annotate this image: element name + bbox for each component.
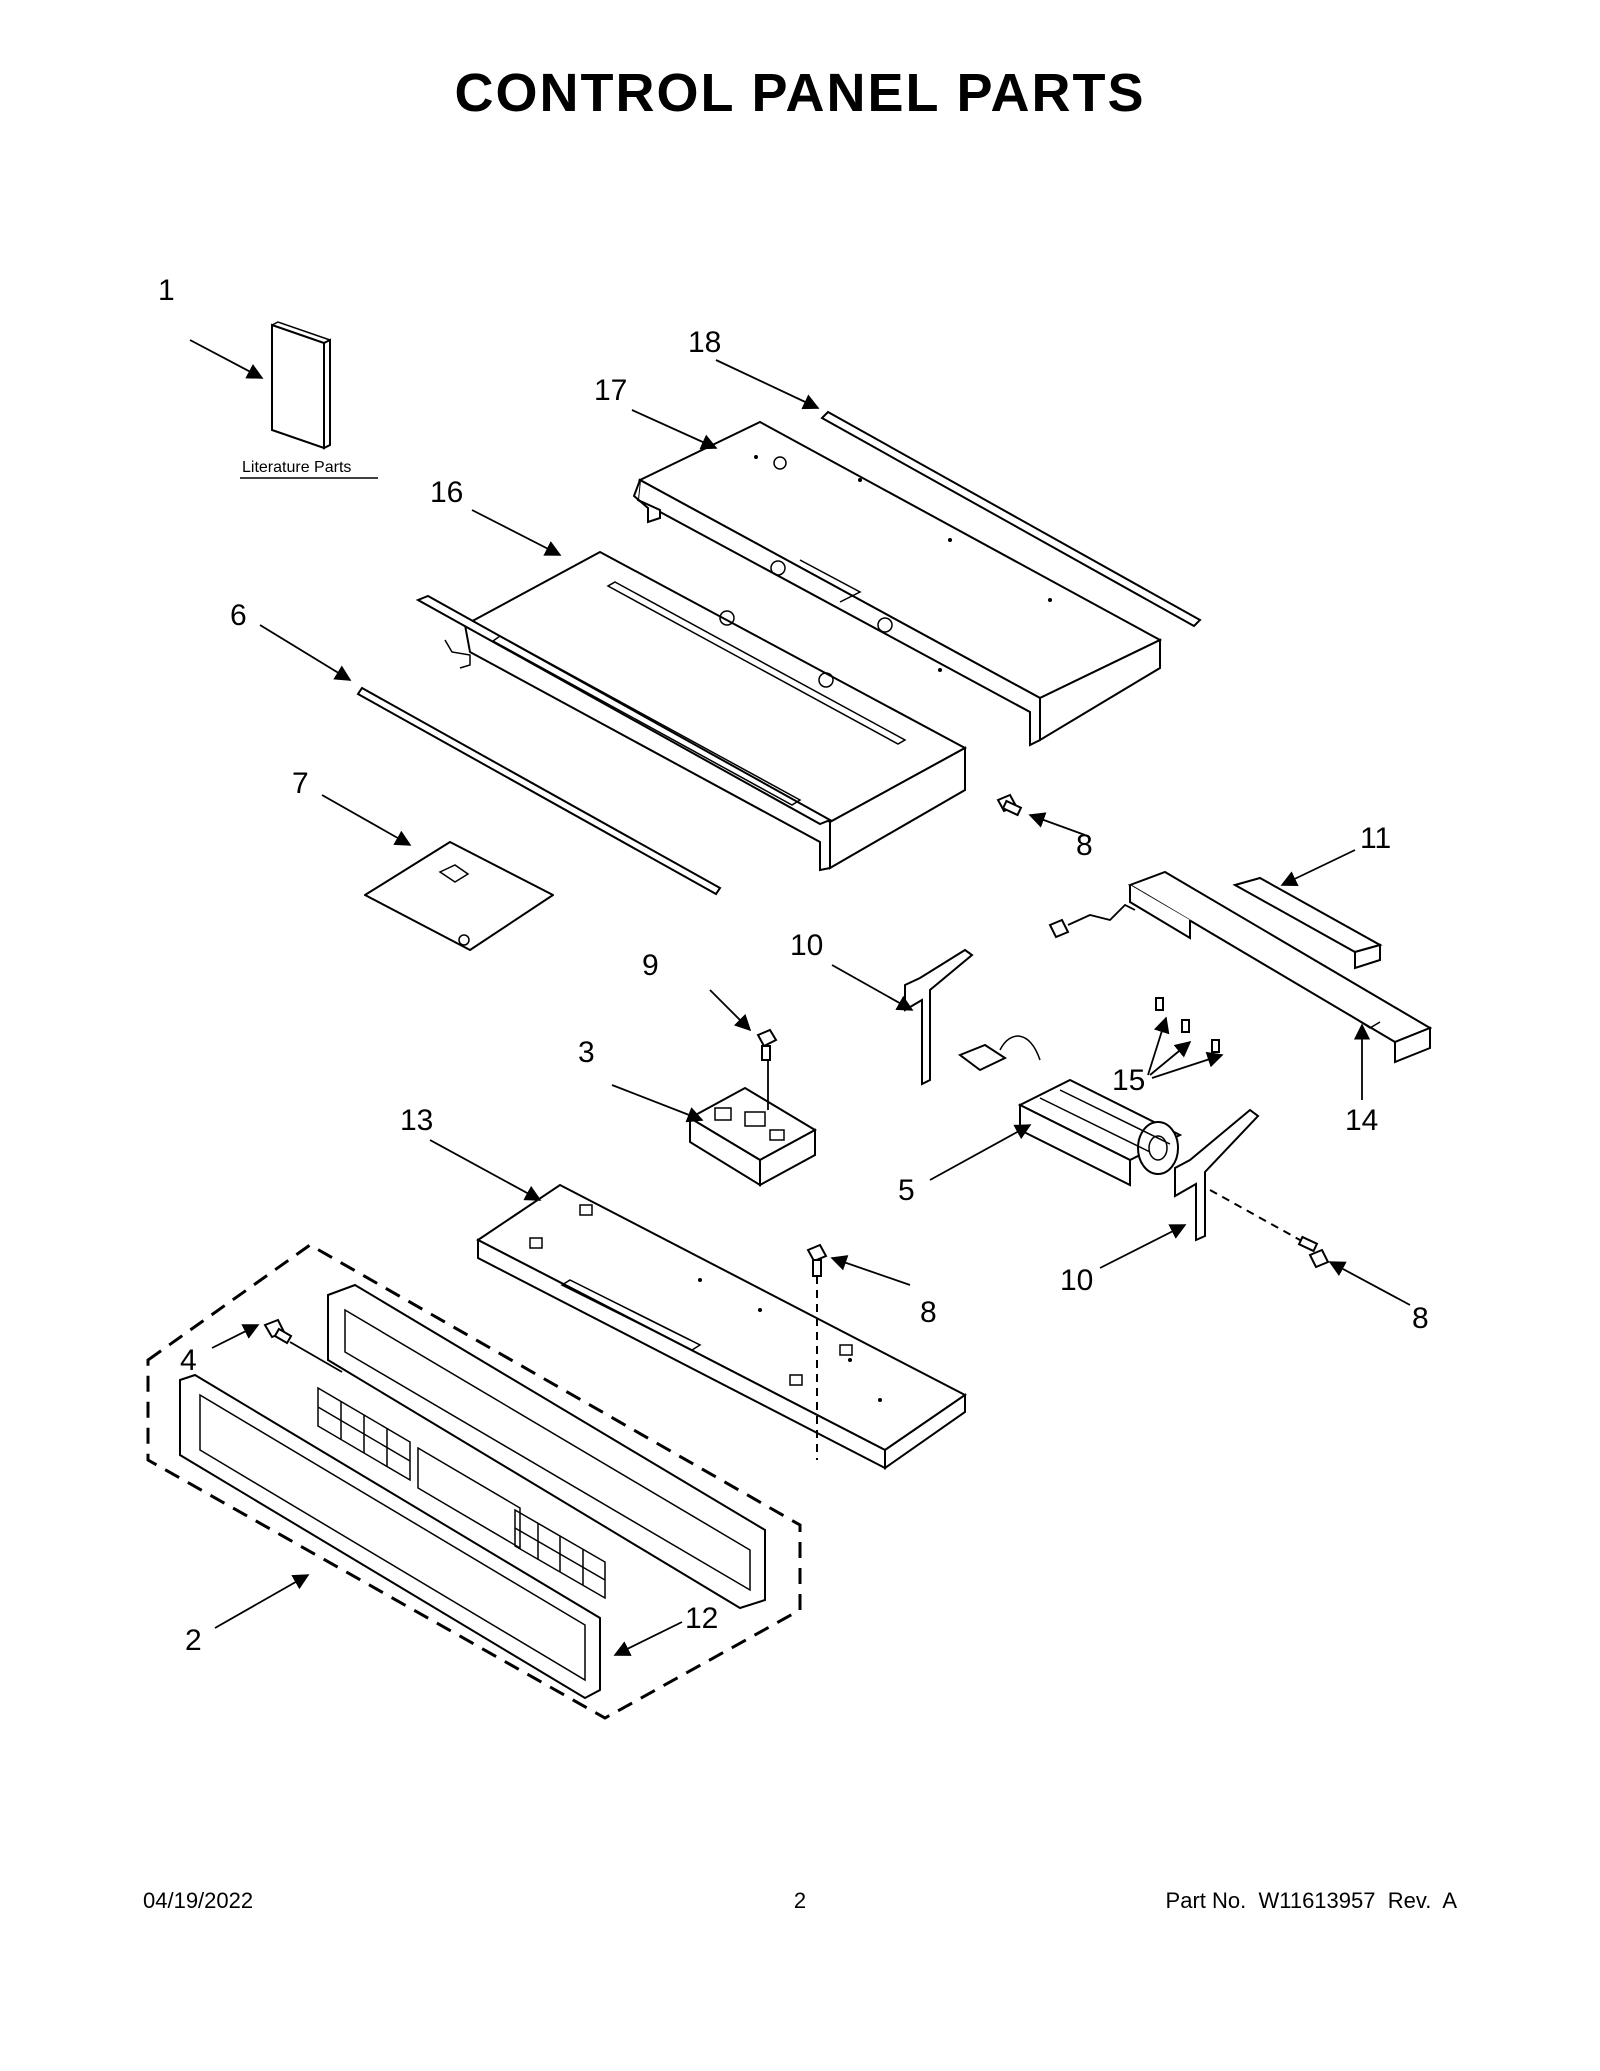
footer-part-number: Part No. W11613957 Rev. A: [1165, 1888, 1457, 1913]
callout-4: 4: [180, 1344, 197, 1377]
bracket-10-upper: [904, 948, 974, 1086]
strip-11: [1232, 876, 1383, 970]
callout-9: 9: [642, 949, 659, 982]
leader-lines: [189, 339, 1411, 1656]
literature-booklet: [271, 321, 331, 450]
callout-12: 12: [685, 1602, 718, 1635]
screw-8-b: [1048, 903, 1136, 939]
callout-6: 6: [230, 599, 247, 632]
keypad-left: [317, 1386, 411, 1482]
callout-10-a: 10: [790, 929, 823, 962]
screw-8-c: [806, 1243, 828, 1277]
screw-8-d: [1297, 1235, 1330, 1269]
screws-15: [1155, 997, 1220, 1053]
callout-15: 15: [1112, 1064, 1145, 1097]
control-panel-frame-12: [327, 1283, 766, 1610]
callout-1: 1: [158, 274, 175, 307]
callout-2: 2: [185, 1624, 202, 1657]
callout-13: 13: [400, 1104, 433, 1137]
screw-9: [756, 1028, 778, 1061]
rod-18: [820, 410, 1202, 628]
control-board-3: [687, 1086, 818, 1187]
blower-fan-5: [957, 1035, 1183, 1187]
callout-16: 16: [430, 476, 463, 509]
callout-numbers: 1 18 17 16 6 7 8 11 9 10 15 14 3 13 5 10…: [158, 274, 1429, 1657]
callout-8-b: 8: [920, 1296, 937, 1329]
bracket-10-lower: [1174, 1108, 1260, 1242]
footer-page-number: 2: [793, 1888, 807, 1913]
callout-5: 5: [898, 1174, 915, 1207]
bracket-14: [1127, 870, 1433, 1064]
screw-8-a: [996, 793, 1023, 817]
page-title: CONTROL PANEL PARTS: [454, 63, 1146, 123]
screw-4: [263, 1318, 293, 1345]
control-panel-glass-2: [179, 1373, 606, 1700]
callout-8-a: 8: [1076, 829, 1093, 862]
callout-14: 14: [1345, 1104, 1378, 1137]
callout-8-c: 8: [1412, 1302, 1429, 1335]
chassis-plate-13: [476, 1183, 967, 1470]
callout-10-b: 10: [1060, 1264, 1093, 1297]
callout-11: 11: [1360, 822, 1391, 855]
footer-date: 04/19/2022: [143, 1888, 254, 1913]
callout-7: 7: [292, 767, 309, 800]
callout-17: 17: [594, 374, 627, 407]
housing-16: [415, 550, 968, 872]
callout-18: 18: [688, 326, 721, 359]
rod-6: [356, 686, 722, 896]
keypad-right: [514, 1508, 606, 1600]
literature-parts-label: Literature Parts: [242, 459, 351, 476]
display-window: [417, 1446, 521, 1550]
callout-3: 3: [578, 1036, 595, 1069]
assembly-group-outline: [146, 1243, 802, 1720]
insulator-sheet-7: [364, 841, 554, 951]
top-cover-17: [632, 420, 1163, 747]
